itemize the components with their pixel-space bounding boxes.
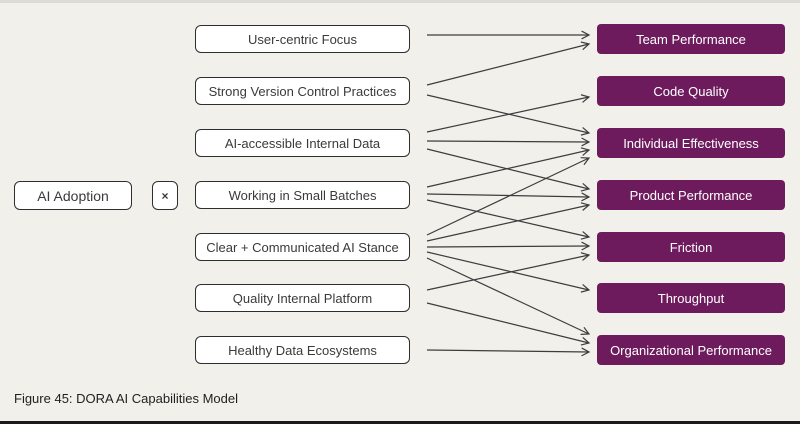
top-border-line (0, 0, 800, 3)
arrow-clear-communicated-ai-stance-to-organizational-performance (426, 257, 591, 335)
multiply-operator-box: × (152, 181, 178, 210)
arrow-quality-internal-platform-to-friction (426, 252, 591, 291)
capability-box-user-centric-focus: User-centric Focus (195, 25, 410, 53)
arrow-clear-communicated-ai-stance-to-product-performance (426, 202, 591, 242)
arrow-ai-accessible-internal-data-to-code-quality (426, 94, 591, 133)
arrow-working-in-small-batches-to-individual-effectiveness (426, 147, 591, 188)
outcome-box-throughput: Throughput (597, 283, 785, 313)
arrow-clear-communicated-ai-stance-to-individual-effectiveness (426, 157, 591, 236)
ai-adoption-box: AI Adoption (14, 181, 132, 210)
capability-box-clear-communicated-ai-stance: Clear + Communicated AI Stance (195, 233, 410, 261)
capability-box-strong-version-control-practices: Strong Version Control Practices (195, 77, 410, 105)
outcome-box-team-performance: Team Performance (597, 24, 785, 54)
outcome-box-friction: Friction (597, 232, 785, 262)
multiply-operator: × (161, 188, 169, 203)
arrow-ai-accessible-internal-data-to-individual-effectiveness (426, 137, 591, 147)
arrow-quality-internal-platform-to-organizational-performance (426, 302, 591, 346)
arrow-clear-communicated-ai-stance-to-friction (426, 241, 591, 251)
arrow-working-in-small-batches-to-product-performance (426, 192, 591, 202)
outcome-box-individual-effectiveness: Individual Effectiveness (597, 128, 785, 158)
arrow-ai-accessible-internal-data-to-product-performance (426, 148, 591, 192)
capability-box-quality-internal-platform: Quality Internal Platform (195, 284, 410, 312)
figure-caption: Figure 45: DORA AI Capabilities Model (14, 391, 238, 406)
arrow-working-in-small-batches-to-friction (426, 199, 591, 240)
outcome-box-product-performance: Product Performance (597, 180, 785, 210)
outcome-box-code-quality: Code Quality (597, 76, 785, 106)
outcome-box-organizational-performance: Organizational Performance (597, 335, 785, 365)
capability-box-healthy-data-ecosystems: Healthy Data Ecosystems (195, 336, 410, 364)
arrow-healthy-data-ecosystems-to-organizational-performance (426, 347, 591, 357)
capability-box-ai-accessible-internal-data: AI-accessible Internal Data (195, 129, 410, 157)
ai-adoption-label: AI Adoption (37, 187, 109, 204)
bottom-border-line (0, 421, 800, 424)
arrow-strong-version-control-practices-to-individual-effectiveness (426, 94, 591, 136)
capability-box-working-in-small-batches: Working in Small Batches (195, 181, 410, 209)
arrow-strong-version-control-practices-to-team-performance (426, 41, 591, 86)
arrow-clear-communicated-ai-stance-to-throughput (426, 251, 591, 293)
